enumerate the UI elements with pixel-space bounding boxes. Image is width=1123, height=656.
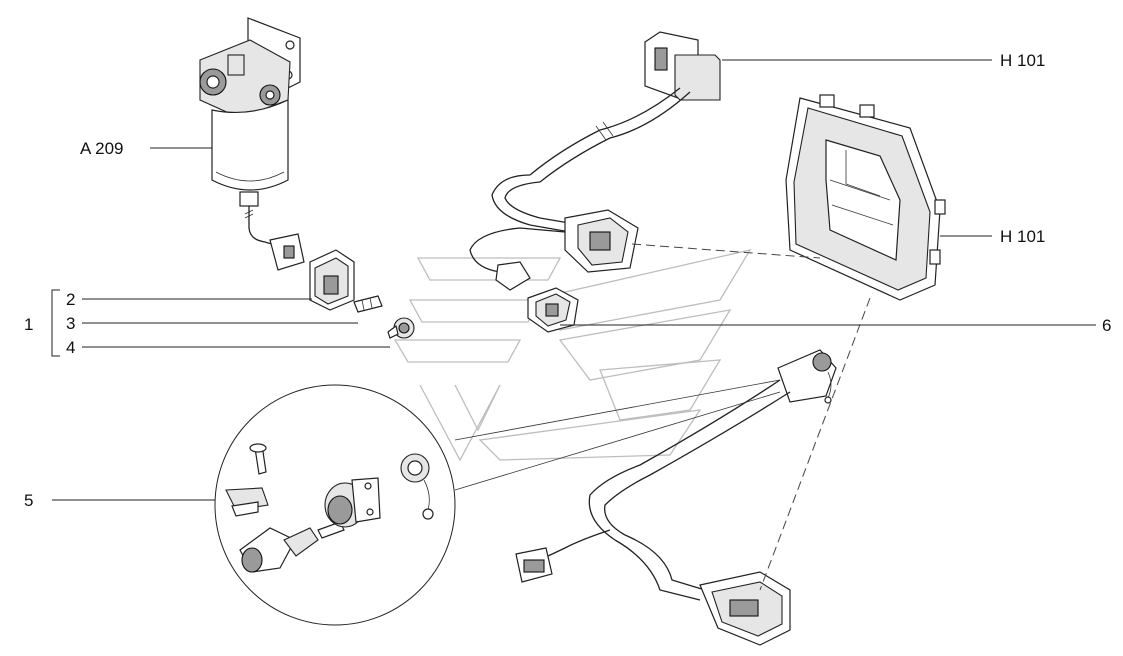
detail-circle-5 [214,384,456,626]
label-item-1: 1 [24,315,33,334]
label-item-6: 6 [1102,316,1111,335]
harness-h101-upper [469,31,721,291]
connector-6 [527,287,579,333]
connector-housing-2 [309,249,355,311]
ecu-h101 [785,94,946,301]
watermark-logo [393,249,752,462]
label-item-4: 4 [66,338,75,357]
label-item-3: 3 [66,314,75,333]
terminal-pin-3 [353,295,383,313]
callout-labels: A 209 H 101 H 101 1 2 3 4 5 6 [24,51,1111,510]
label-a209: A 209 [80,139,124,158]
label-item-2: 2 [66,290,75,309]
seal-plug-4 [387,317,415,339]
harness-lower [515,349,837,646]
leader-lines [51,59,1096,591]
label-h101-top: H 101 [1000,51,1045,70]
fuel-filter-a209 [199,17,305,271]
label-item-5: 5 [24,491,33,510]
label-h101-mid: H 101 [1000,227,1045,246]
